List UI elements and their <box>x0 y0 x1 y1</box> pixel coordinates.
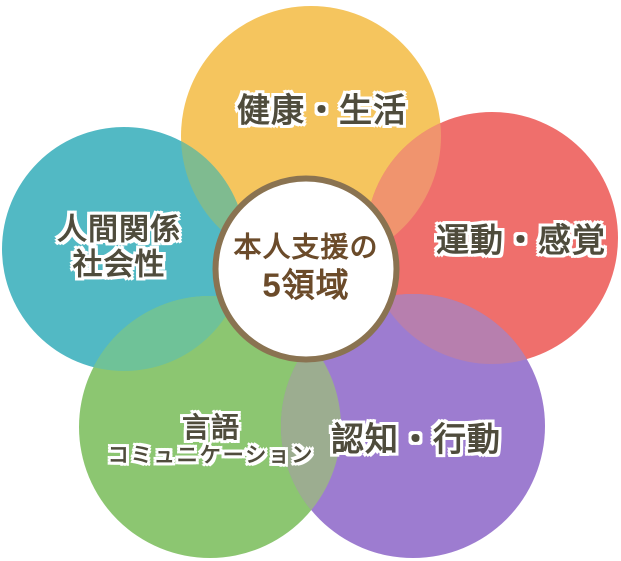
label-language-line2: コミュニケーション <box>107 444 315 468</box>
label-cognition-behavior: 認知・行動 <box>331 420 501 458</box>
center-title-line2: 5領域 <box>262 266 350 304</box>
center-circle: 本人支援の 5領域 <box>212 175 400 363</box>
label-language-communication: 言語 コミュニケーション <box>108 411 315 469</box>
label-relations-sociality: 人間関係 社会性 <box>57 213 181 284</box>
label-movement-sensation: 運動・感覚 <box>436 221 606 259</box>
overlap-relations-language <box>79 296 246 371</box>
label-language-line1: 言語 <box>181 412 240 444</box>
label-health-life: 健康・生活 <box>237 91 407 129</box>
center-title-line1: 本人支援の <box>233 231 379 263</box>
overlap-health-movement <box>366 112 441 266</box>
overlap-cognition-movement <box>366 294 545 364</box>
label-relations-line1: 人間関係 <box>57 213 181 247</box>
label-relations-line2: 社会性 <box>72 249 166 282</box>
